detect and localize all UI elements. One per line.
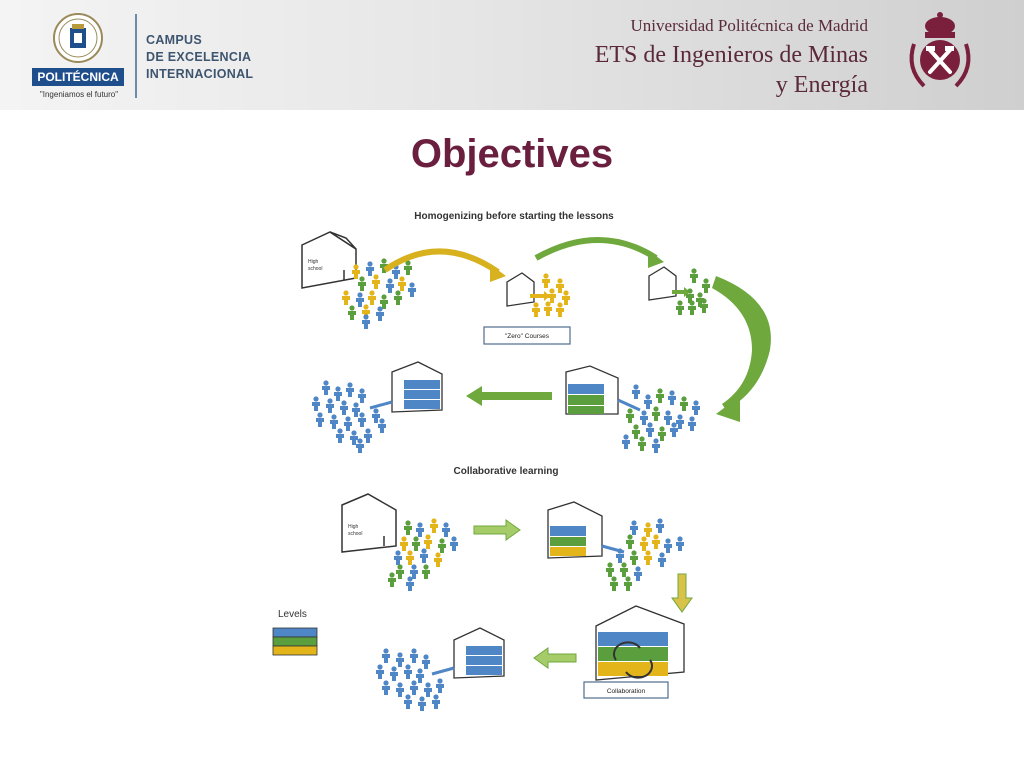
blue-connector <box>617 398 641 412</box>
blue-levels-house-2-icon <box>453 627 505 679</box>
house-label-line-2: school <box>308 266 322 272</box>
collaboration-box <box>583 681 669 699</box>
university-name: Universidad Politécnica de Madrid <box>630 16 868 35</box>
school-line-1: ETS de Ingenieros de Minas <box>594 42 868 68</box>
green-entry-arrow <box>672 287 690 297</box>
three-levels-house-icon <box>547 501 603 559</box>
zero-course-house-2-icon <box>648 266 677 301</box>
mixed-students-group-3 <box>606 518 684 591</box>
levels-legend-label: Levels <box>278 609 307 620</box>
levels-legend <box>272 627 318 656</box>
yellow-down-arrow <box>671 573 693 613</box>
blue-students-bottom <box>376 648 444 711</box>
section-1-title: Homogenizing before starting the lessons <box>414 211 614 222</box>
green-sweep-arrow <box>712 276 771 410</box>
slide-title: Objectives <box>410 132 614 176</box>
green-sweep-arrow-head-icon <box>716 396 740 422</box>
house-2-label-line-2: school <box>348 531 362 537</box>
yellow-arrow-head-icon <box>490 264 506 282</box>
zero-courses-label: "Zero" Courses <box>505 333 550 340</box>
blue-connector-2 <box>369 400 393 410</box>
blue-connector-4 <box>431 666 455 676</box>
collaboration-label: Collaboration <box>607 688 646 695</box>
yellow-curved-arrow <box>383 248 500 275</box>
header-divider <box>135 14 137 98</box>
campus-line-3: INTERNACIONAL <box>146 67 254 81</box>
house-label-line-1: High <box>308 259 319 265</box>
mixed-students-row2 <box>622 384 700 453</box>
upm-badge: POLITÉCNICA <box>32 68 124 86</box>
collaboration-house-icon <box>595 605 685 681</box>
green-left-arrow <box>466 386 552 406</box>
campus-line-2: DE EXCELENCIA <box>146 50 252 64</box>
school-name: ETS de Ingenieros de Minas y Energía <box>595 40 868 100</box>
section-2-title: Collaborative learning <box>453 466 558 477</box>
upm-tagline: "Ingeniamos el futuro" <box>39 90 119 99</box>
blue-students-row2 <box>312 380 386 453</box>
zero-courses-box <box>483 326 571 345</box>
blue-levels-house-icon <box>391 361 443 413</box>
campus-logo-text: CAMPUS DE EXCELENCIA INTERNACIONAL <box>146 32 253 83</box>
high-school-house-2-icon <box>341 493 397 553</box>
school-line-2: y Energía <box>775 72 868 98</box>
high-school-house-icon <box>301 231 357 289</box>
mixed-students-group-2 <box>388 518 458 591</box>
green-levels-house-icon <box>565 365 619 415</box>
green-arrow-head-icon <box>648 250 664 268</box>
campus-line-1: CAMPUS <box>146 33 202 47</box>
mining-school-crest-icon <box>909 12 971 88</box>
slide-header: POLITÉCNICA "Ingeniamos el futuro" CAMPU… <box>0 0 1024 110</box>
yellow-entry-arrow <box>530 291 550 301</box>
green-curved-arrow <box>534 237 658 261</box>
green-right-arrow <box>473 519 521 541</box>
house-2-label-line-1: High <box>348 524 359 530</box>
green-left-arrow-2 <box>533 647 577 669</box>
zero-course-house-icon <box>506 272 535 307</box>
upm-seal-icon <box>53 13 103 63</box>
